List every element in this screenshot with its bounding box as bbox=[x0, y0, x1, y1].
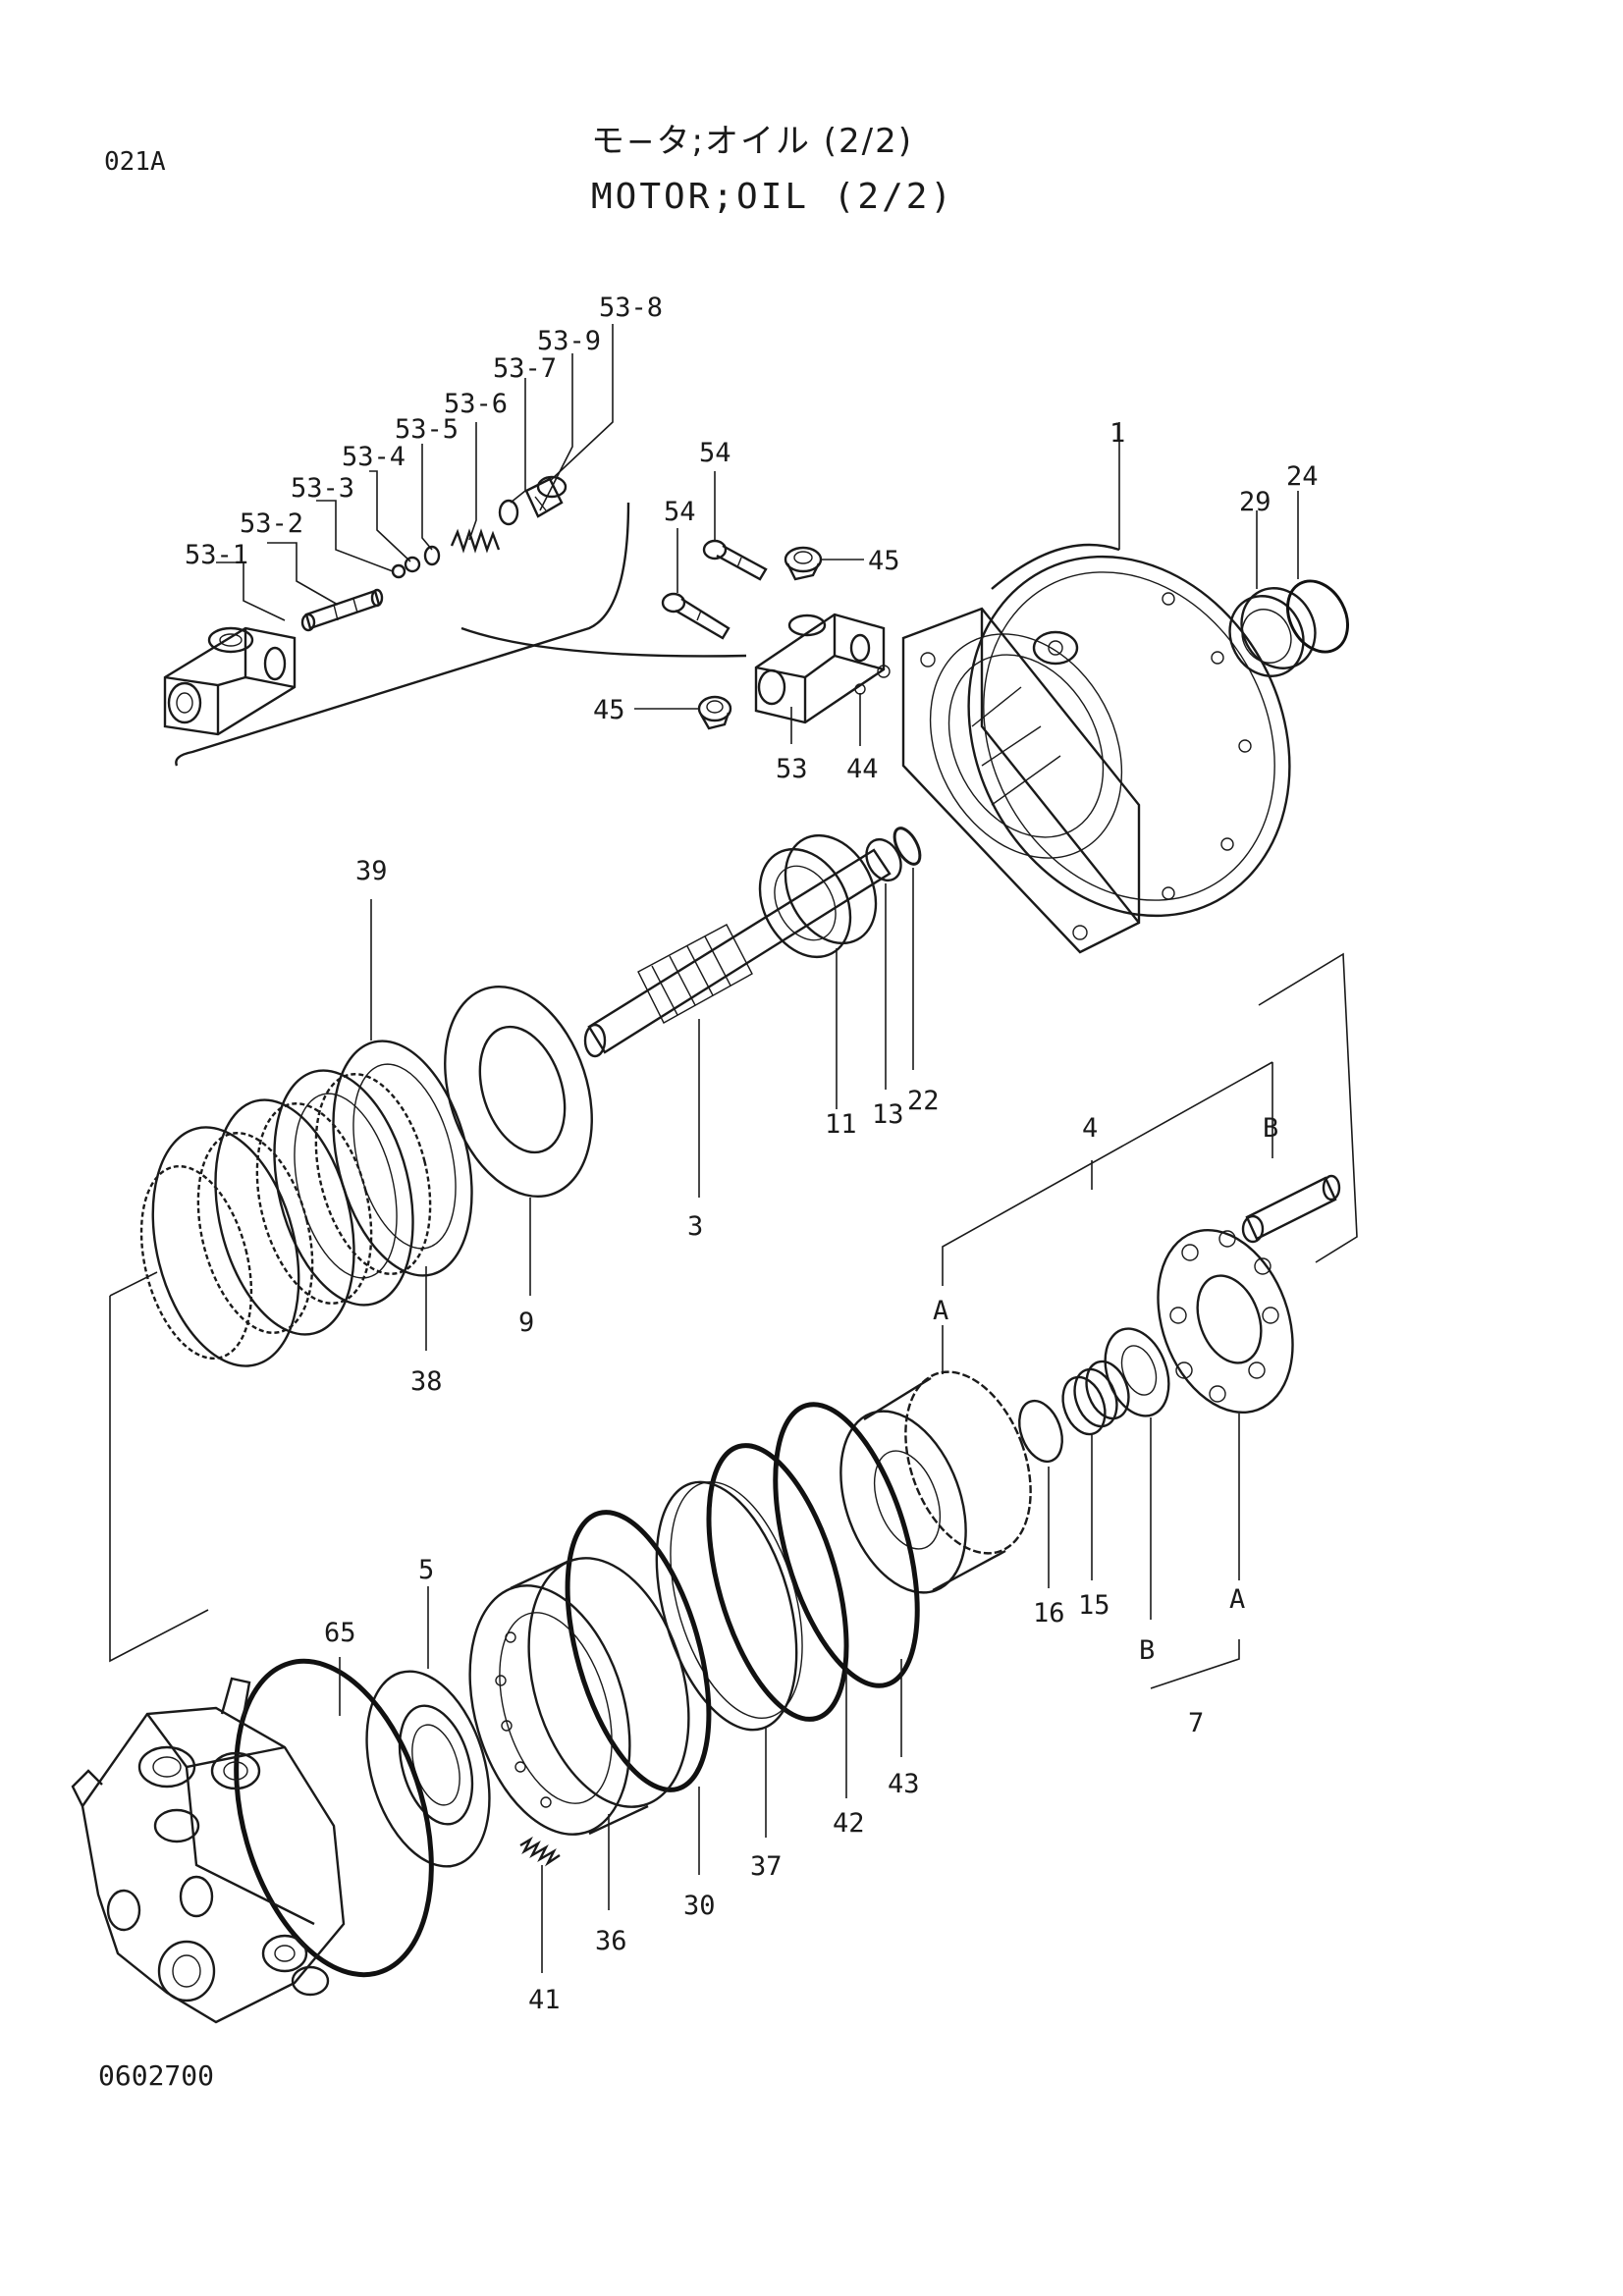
callout-53-5: 53-5 bbox=[395, 414, 459, 445]
part-24-snap-ring bbox=[1286, 579, 1349, 654]
callout-53: 53 bbox=[776, 754, 808, 784]
callout-53-2: 53-2 bbox=[240, 508, 303, 539]
part-16-collar bbox=[1018, 1399, 1063, 1464]
part-39-separator-plates bbox=[151, 1040, 473, 1367]
callout-53-1: 53-1 bbox=[185, 540, 248, 570]
callout-38: 38 bbox=[410, 1366, 443, 1397]
part-41-spring bbox=[519, 1836, 561, 1867]
part-B-pin bbox=[1241, 1174, 1341, 1244]
part-54-bolt-upper bbox=[702, 539, 768, 581]
callout-45-upper: 45 bbox=[868, 546, 900, 576]
part-42-o-ring bbox=[706, 1443, 849, 1722]
part-53-1-valve-block bbox=[163, 626, 297, 736]
callout-41: 41 bbox=[528, 1985, 561, 2015]
part-65-o-ring bbox=[234, 1658, 434, 1978]
callout-37: 37 bbox=[750, 1851, 783, 1882]
callout-16: 16 bbox=[1033, 1598, 1065, 1629]
callout-29: 29 bbox=[1239, 487, 1271, 517]
callout-65: 65 bbox=[324, 1618, 356, 1648]
part-43-o-ring bbox=[773, 1402, 920, 1688]
callout-B-upper: B bbox=[1263, 1113, 1278, 1144]
part-B-retainer bbox=[1104, 1327, 1170, 1417]
callout-53-8: 53-8 bbox=[599, 293, 663, 323]
callout-39: 39 bbox=[355, 856, 388, 886]
callout-36: 36 bbox=[595, 1926, 627, 1956]
drawing-number: 0602700 bbox=[98, 2059, 215, 2092]
part-22-snap-ring bbox=[893, 827, 922, 866]
callout-53-6: 53-6 bbox=[444, 389, 508, 419]
part-53-6-spring bbox=[450, 528, 501, 554]
callout-9: 9 bbox=[518, 1308, 534, 1338]
part-A-retainer-plate bbox=[1157, 1228, 1294, 1415]
rear-casing bbox=[71, 1677, 346, 2024]
callout-30: 30 bbox=[683, 1891, 716, 1921]
callout-3: 3 bbox=[687, 1211, 703, 1242]
callout-43: 43 bbox=[888, 1769, 920, 1799]
page-code: 021A bbox=[104, 147, 166, 177]
part-4-cylinder-block bbox=[839, 1370, 1032, 1594]
callout-15: 15 bbox=[1078, 1590, 1110, 1621]
part-53-3-ring bbox=[391, 563, 406, 579]
callout-22: 22 bbox=[907, 1086, 940, 1116]
part-45-plug-upper bbox=[784, 546, 823, 581]
part-9-thrust-plate bbox=[444, 985, 593, 1199]
callout-B-lower: B bbox=[1139, 1635, 1155, 1666]
part-53-2-spool bbox=[300, 588, 384, 632]
part-38-friction-plates bbox=[139, 1073, 432, 1361]
part-29-oil-seal bbox=[1228, 587, 1317, 677]
part-3-shaft bbox=[583, 848, 892, 1058]
callout-45-lower: 45 bbox=[593, 695, 625, 725]
callout-44: 44 bbox=[846, 754, 879, 784]
part-53-valve-assembly bbox=[754, 613, 891, 724]
part-53-5-seat bbox=[423, 545, 441, 566]
callout-7: 7 bbox=[1188, 1708, 1204, 1738]
part-1-motor-housing bbox=[901, 543, 1291, 954]
callout-13: 13 bbox=[872, 1099, 904, 1130]
callout-11: 11 bbox=[825, 1109, 857, 1140]
part-54-bolt-lower bbox=[661, 592, 730, 640]
callout-54-lower: 54 bbox=[664, 497, 696, 527]
callout-A-upper: A bbox=[933, 1296, 948, 1326]
callout-42: 42 bbox=[833, 1808, 865, 1839]
callout-24: 24 bbox=[1286, 461, 1319, 492]
callout-53-9: 53-9 bbox=[537, 326, 601, 356]
title-japanese: モ−タ;オイル (2/2) bbox=[591, 122, 913, 161]
part-13-spacer bbox=[865, 837, 902, 882]
part-53-8-plug bbox=[524, 475, 568, 518]
callout-54-upper: 54 bbox=[699, 438, 731, 468]
part-53-4-ring bbox=[404, 556, 421, 573]
title-english: MOTOR;OIL (2/2) bbox=[591, 177, 955, 217]
callout-53-7: 53-7 bbox=[493, 353, 557, 384]
part-45-plug-lower bbox=[697, 695, 732, 730]
valve-detail-inset: 53-8 53-9 53-7 53-6 53-5 53-4 53-3 53-2 … bbox=[163, 293, 747, 767]
callout-A-lower: A bbox=[1229, 1584, 1245, 1615]
part-37-ring bbox=[655, 1480, 803, 1732]
part-15-spring bbox=[1061, 1360, 1130, 1436]
part-36-brake-piston bbox=[468, 1557, 690, 1836]
callout-53-4: 53-4 bbox=[342, 442, 406, 472]
part-53-7-o-ring bbox=[498, 499, 519, 526]
callout-53-3: 53-3 bbox=[291, 473, 354, 504]
callout-5: 5 bbox=[418, 1555, 434, 1585]
callout-1: 1 bbox=[1109, 418, 1125, 449]
part-11-bearing bbox=[758, 833, 878, 959]
part-30-o-ring bbox=[565, 1510, 712, 1792]
part-5-valve-plate bbox=[365, 1670, 491, 1868]
callout-4: 4 bbox=[1082, 1113, 1098, 1144]
